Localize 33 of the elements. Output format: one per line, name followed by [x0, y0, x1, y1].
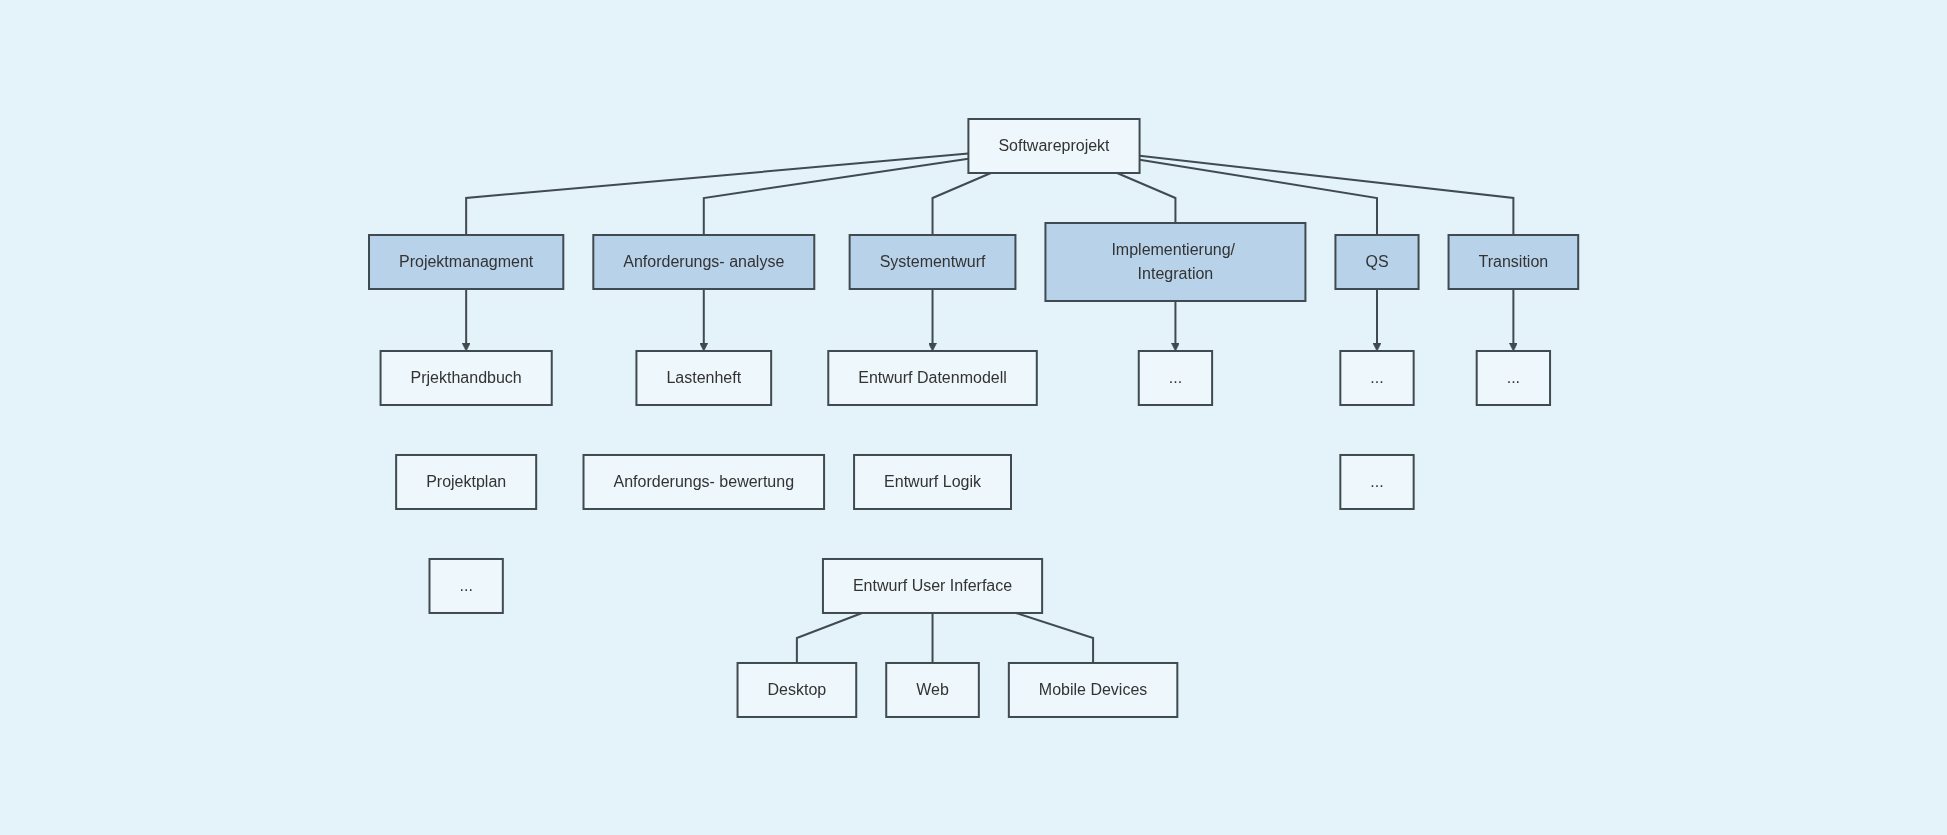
node-box: Anforderungs- analyse: [592, 233, 816, 290]
node-box: Desktop: [736, 661, 858, 718]
node-box: QS: [1334, 233, 1420, 290]
connector: [931, 611, 934, 664]
node-box: ...: [428, 557, 504, 614]
node-box: ...: [1339, 453, 1415, 510]
node-box: Web: [885, 661, 980, 718]
arrow: [928, 287, 937, 351]
arrow: [1372, 287, 1382, 351]
node-box: Anforderungs- bewertung: [582, 453, 825, 510]
arrow: [1170, 299, 1180, 351]
node-box: ...: [1137, 349, 1213, 406]
node-box: Mobile Devices: [1007, 661, 1179, 718]
node-box: Projektplan: [395, 453, 538, 510]
node-box: Projektmanagment: [367, 233, 565, 290]
node-box: Lastenheft: [635, 349, 773, 406]
connector: [795, 611, 863, 664]
node-box: Systementwurf: [848, 233, 1017, 290]
arrow: [699, 287, 709, 351]
arrow: [461, 287, 471, 351]
connector: [1115, 171, 1177, 224]
node-box: Transition: [1447, 233, 1580, 290]
node-box: Prjekthandbuch: [379, 349, 553, 406]
node-box: Softwareprojekt: [967, 117, 1141, 174]
connector: [931, 171, 992, 236]
node-box: ...: [1339, 349, 1415, 406]
node-box: Implementierung/ Integration: [1044, 221, 1307, 302]
connector: [1014, 611, 1094, 664]
arrow: [1508, 287, 1518, 351]
node-box: ...: [1475, 349, 1551, 406]
node-box: Entwurf User Inferface: [821, 557, 1043, 614]
node-box: Entwurf Datenmodell: [827, 349, 1038, 406]
node-box: Entwurf Logik: [852, 453, 1012, 510]
